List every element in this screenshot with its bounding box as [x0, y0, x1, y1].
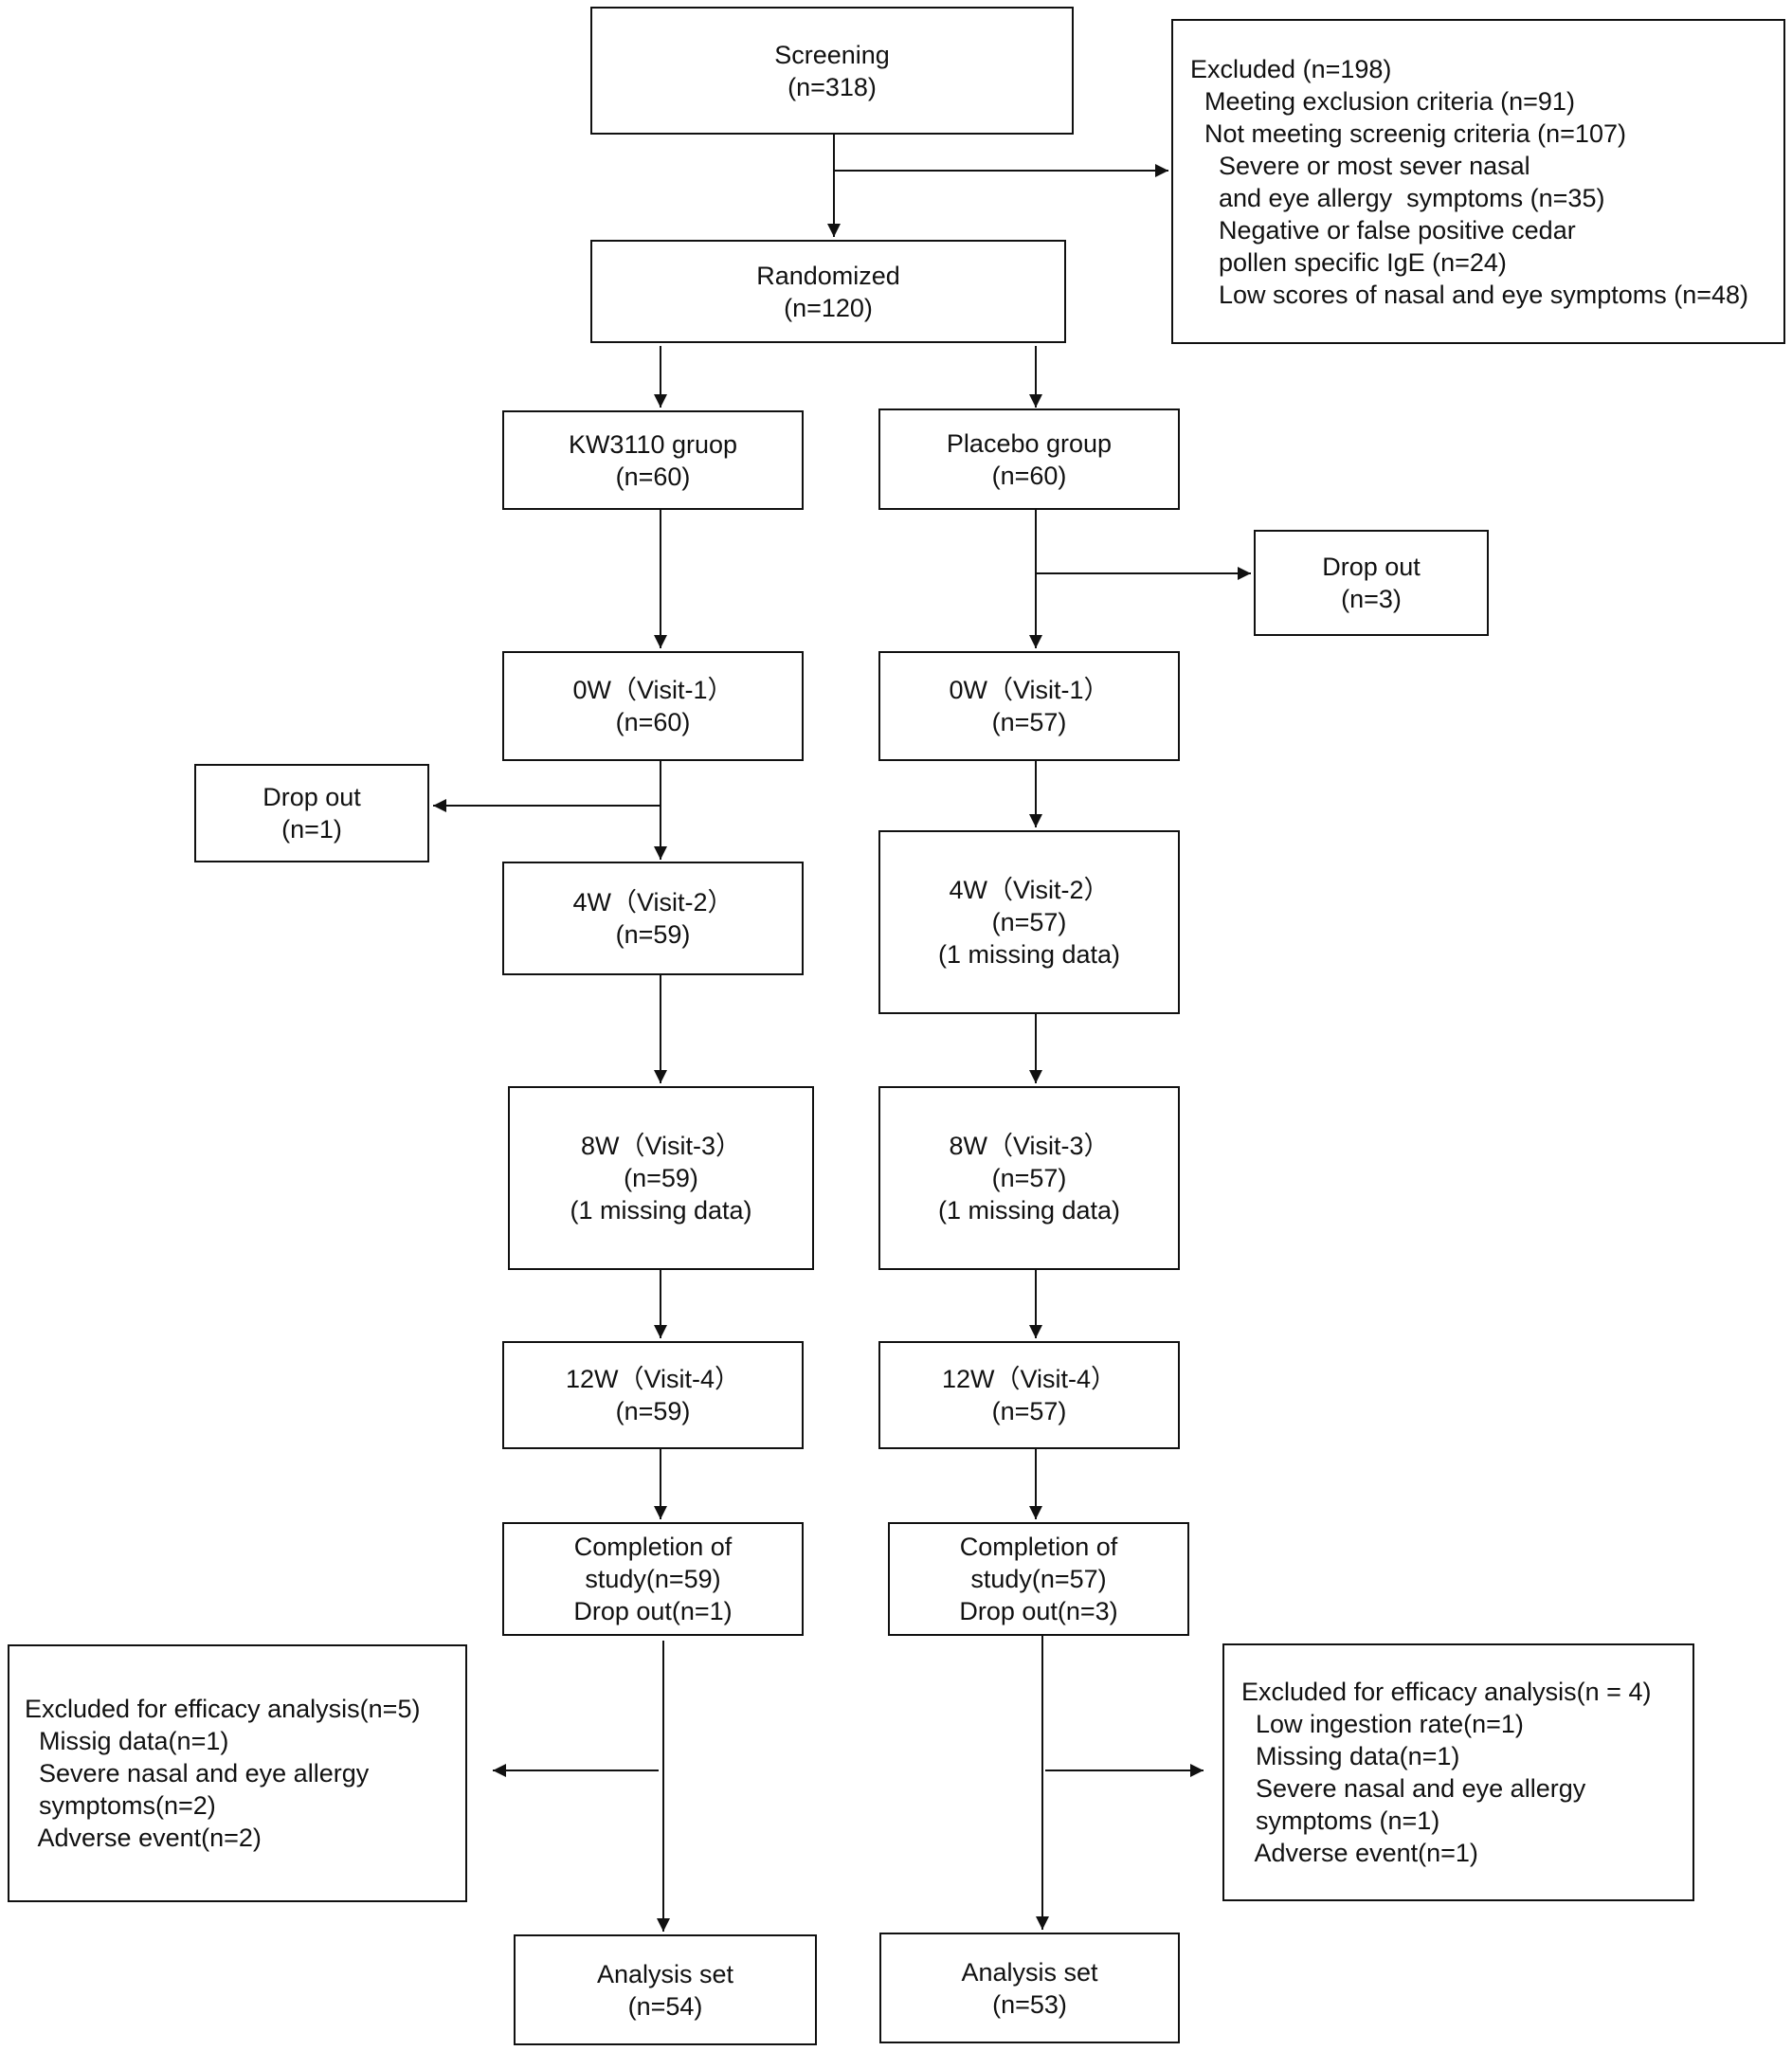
randomized-line-1: Randomized [756, 261, 900, 290]
pl-excluded-line-5: symptoms (n=1) [1241, 1806, 1440, 1835]
pl-excluded-line-3: Missing data(n=1) [1241, 1742, 1460, 1770]
randomized-box: Randomized (n=120) [590, 240, 1066, 343]
screening-line-2: (n=318) [787, 72, 877, 101]
placebo-group-line-2: (n=60) [991, 461, 1067, 490]
kw-dropout-box: Drop out (n=1) [194, 764, 429, 862]
kw-dropout-line-2: (n=1) [281, 815, 342, 844]
kw-0w-visit1-box: 0W（Visit-1） (n=60) [502, 651, 804, 761]
kw-group-line-2: (n=60) [615, 462, 691, 491]
pl-12w-line-2: (n=57) [991, 1397, 1067, 1425]
kw-8w-line-1: 8W（Visit-3） [580, 1132, 742, 1160]
pl-excluded-efficacy-box: Excluded for efficacy analysis(n = 4) Lo… [1222, 1643, 1694, 1901]
excluded-line-5: and eye allergy symptoms (n=35) [1190, 183, 1605, 212]
kw-completion-line-2: study(n=59) [585, 1565, 721, 1593]
pl-excluded-line-2: Low ingestion rate(n=1) [1241, 1710, 1524, 1738]
excluded-line-1: Excluded (n=198) [1190, 54, 1392, 83]
pl-completion-line-2: study(n=57) [970, 1565, 1107, 1593]
pl-8w-line-1: 8W（Visit-3） [949, 1132, 1110, 1160]
pl-4w-line-3: (1 missing data) [937, 940, 1121, 969]
placebo-dropout-box: Drop out (n=3) [1254, 530, 1489, 636]
kw-group-line-1: KW3110 gruop [568, 429, 738, 459]
kw-0w-line-2: (n=60) [615, 708, 691, 736]
pl-analysis-line-1: Analysis set [961, 1957, 1098, 1987]
excluded-line-8: Low scores of nasal and eye symptoms (n=… [1190, 280, 1749, 309]
kw-analysis-line-1: Analysis set [596, 1959, 734, 1988]
kw-8w-line-2: (n=59) [624, 1164, 698, 1192]
kw-12w-line-1: 12W（Visit-4） [565, 1365, 741, 1393]
excluded-box: Excluded (n=198) Meeting exclusion crite… [1171, 19, 1785, 344]
randomized-line-2: (n=120) [784, 293, 873, 322]
kw-4w-line-1: 4W（Visit-2） [572, 888, 733, 917]
kw-excluded-line-2: Missig data(n=1) [25, 1727, 229, 1755]
pl-4w-visit2-box: 4W（Visit-2） (n=57) (1 missing data) [878, 830, 1180, 1014]
pl-completion-line-3: Drop out(n=3) [959, 1597, 1118, 1625]
pl-12w-visit4-box: 12W（Visit-4） (n=57) [878, 1341, 1180, 1449]
screening-box: Screening (n=318) [590, 7, 1074, 135]
kw-completion-line-3: Drop out(n=1) [573, 1597, 733, 1625]
pl-12w-line-1: 12W（Visit-4） [941, 1365, 1117, 1393]
kw-excluded-efficacy-box: Excluded for efficacy analysis(n=5) Miss… [8, 1644, 467, 1902]
kw-excluded-line-5: Adverse event(n=2) [25, 1824, 262, 1852]
pl-0w-line-2: (n=57) [991, 708, 1067, 736]
kw-8w-line-3: (1 missing data) [570, 1196, 752, 1225]
excluded-line-7: pollen specific IgE (n=24) [1190, 247, 1507, 277]
placebo-group-line-1: Placebo group [946, 428, 1113, 458]
kw3110-group-box: KW3110 gruop (n=60) [502, 410, 804, 510]
pl-completion-line-1: Completion of [959, 1533, 1118, 1561]
pl-analysis-set-box: Analysis set(n=53) [879, 1933, 1180, 2043]
kw-12w-line-2: (n=59) [615, 1397, 691, 1425]
screening-line-1: Screening [774, 40, 890, 69]
excluded-line-4: Severe or most sever nasal [1190, 151, 1530, 180]
kw-0w-line-1: 0W（Visit-1） [572, 676, 733, 704]
kw-excluded-line-1: Excluded for efficacy analysis(n=5) [25, 1695, 421, 1723]
kw-8w-visit3-box: 8W（Visit-3） (n=59) (1 missing data) [508, 1086, 814, 1270]
pl-4w-line-1: 4W（Visit-2） [949, 876, 1110, 904]
pl-analysis-line-2: (n=53) [992, 1989, 1067, 2019]
excluded-line-6: Negative or false positive cedar [1190, 215, 1576, 245]
pl-excluded-line-1: Excluded for efficacy analysis(n = 4) [1241, 1678, 1652, 1706]
pl-0w-visit1-box: 0W（Visit-1） (n=57) [878, 651, 1180, 761]
pl-4w-line-2: (n=57) [991, 908, 1067, 936]
placebo-dropout-line-2: (n=3) [1341, 585, 1402, 613]
kw-4w-visit2-box: 4W（Visit-2） (n=59) [502, 862, 804, 975]
kw-analysis-line-2: (n=54) [627, 1991, 703, 2021]
pl-8w-line-2: (n=57) [991, 1164, 1067, 1192]
pl-excluded-line-4: Severe nasal and eye allergy [1241, 1774, 1586, 1803]
placebo-group-box: Placebo group (n=60) [878, 408, 1180, 510]
kw-completion-box: Completion of study(n=59) Drop out(n=1) [502, 1522, 804, 1636]
pl-8w-line-3: (1 missing data) [937, 1196, 1121, 1225]
kw-excluded-line-4: symptoms(n=2) [25, 1791, 216, 1820]
kw-analysis-set-box: Analysis set (n=54) [514, 1934, 817, 2045]
excluded-line-3: Not meeting screenig criteria (n=107) [1190, 118, 1626, 148]
kw-dropout-line-1: Drop out [262, 783, 361, 811]
placebo-dropout-line-1: Drop out [1322, 553, 1421, 581]
pl-0w-line-1: 0W（Visit-1） [949, 676, 1110, 704]
kw-excluded-line-3: Severe nasal and eye allergy [25, 1759, 370, 1788]
kw-4w-line-2: (n=59) [615, 920, 691, 949]
pl-excluded-line-6: Adverse event(n=1) [1241, 1839, 1478, 1867]
kw-completion-line-1: Completion of [573, 1533, 733, 1561]
kw-12w-visit4-box: 12W（Visit-4） (n=59) [502, 1341, 804, 1449]
excluded-line-2: Meeting exclusion criteria (n=91) [1190, 86, 1575, 116]
pl-completion-box: Completion of study(n=57) Drop out(n=3) [888, 1522, 1189, 1636]
pl-8w-visit3-box: 8W（Visit-3） (n=57) (1 missing data) [878, 1086, 1180, 1270]
